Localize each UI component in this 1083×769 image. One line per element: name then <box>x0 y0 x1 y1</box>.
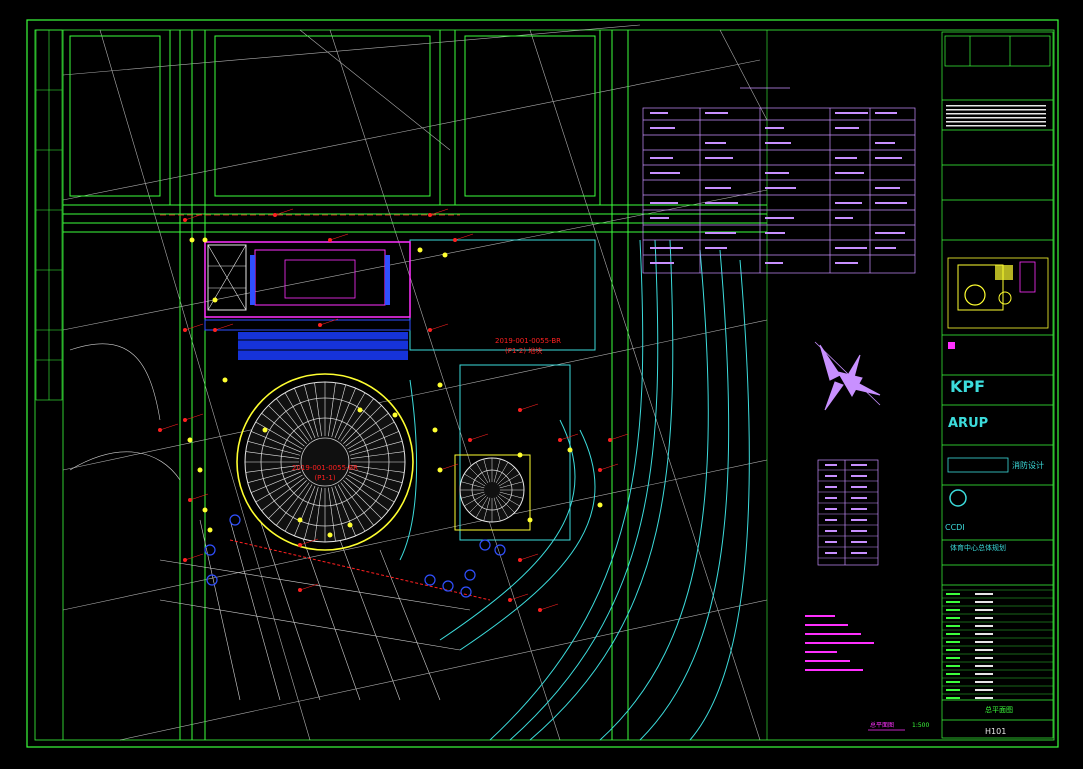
site-data-table <box>642 87 916 274</box>
logo-block: KPF ARUP 消防设计 CCDI 体育中心总体规划 <box>945 342 1044 552</box>
title-block <box>941 31 1054 739</box>
tree-markers <box>204 514 506 598</box>
consultant-logo: 消防设计 <box>1012 460 1044 470</box>
project-name: 体育中心总体规划 <box>950 543 1006 552</box>
table-entries <box>650 112 907 264</box>
legend-entries <box>818 464 878 559</box>
stadium-label: 2019-001-0055-BR <box>292 464 358 472</box>
secondary-arena <box>454 454 531 531</box>
legend-table <box>817 459 879 566</box>
roads <box>63 30 767 740</box>
elevation-markers <box>187 237 603 538</box>
key-plan <box>947 257 1049 329</box>
left-revision-strip <box>35 29 63 401</box>
parking-area <box>69 343 471 701</box>
sheet-number: H101 <box>985 727 1006 736</box>
drawing-border <box>26 19 1059 748</box>
stadium-sublabel: (P1-1) <box>314 474 335 482</box>
coordinate-grid <box>62 24 768 741</box>
title-block-rows <box>942 105 1053 699</box>
sheet-title: 总平面图 <box>985 705 1013 714</box>
red-annotations: 2019-001-0055-BR (P1-2) 地块 <box>160 214 561 601</box>
main-stadium: 2019-001-0055-BR (P1-1) <box>236 373 414 551</box>
scale-value: 1:500 <box>912 722 929 729</box>
plot-sublabel: (P1-2) 地块 <box>505 346 542 355</box>
ccdi-logo: CCDI <box>945 523 965 532</box>
general-notes <box>805 615 874 671</box>
arup-logo: ARUP <box>948 416 988 431</box>
survey-markers <box>158 208 629 612</box>
curved-roads <box>399 239 750 741</box>
scale-label: 总平面图 <box>870 721 894 729</box>
north-building <box>204 241 411 360</box>
north-arrow-icon <box>814 341 881 411</box>
kpf-logo: KPF <box>950 377 985 396</box>
plot-label: 2019-001-0055-BR <box>495 337 561 345</box>
